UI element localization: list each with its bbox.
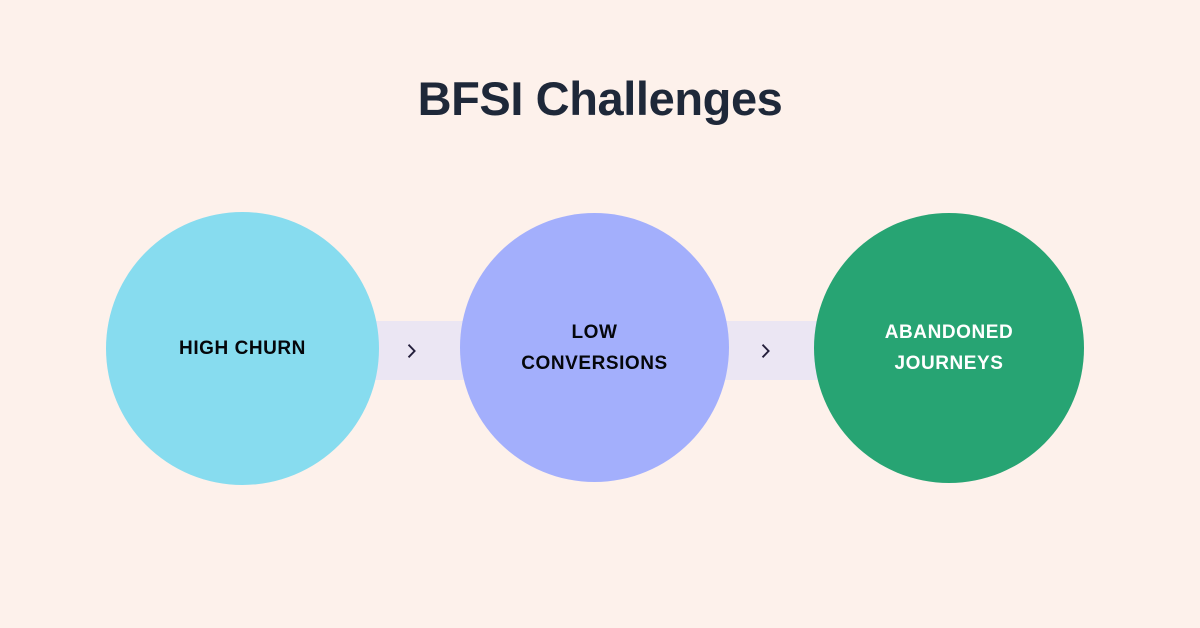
chevron-right-icon <box>761 343 771 358</box>
flow-node-abandoned-journeys[interactable]: ABANDONED JOURNEYS <box>814 213 1084 483</box>
chevron-right-icon <box>407 343 417 358</box>
flow-node-low-conversions[interactable]: LOW CONVERSIONS <box>460 213 729 482</box>
flow-node-label: ABANDONED JOURNEYS <box>884 322 1014 374</box>
flow-node-high-churn[interactable]: HIGH CHURN <box>106 212 379 485</box>
flow-node-label: HIGH CHURN <box>179 338 306 359</box>
flow-node-label: LOW CONVERSIONS <box>521 321 668 374</box>
page-title: BFSI Challenges <box>417 72 783 125</box>
